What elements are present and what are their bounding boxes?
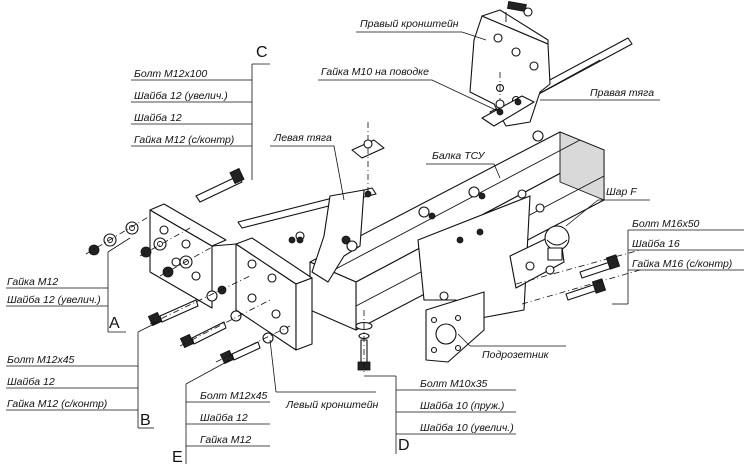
group-c-item-1: Болт М12х100 [134,68,207,80]
group-b-item-3: Гайка М12 (с/контр) [7,398,107,410]
group-d-item-2: Шайба 10 (пруж.) [420,400,504,412]
group-b-item-2: Шайба 12 [7,376,55,388]
label-right-rod: Правая тяга [590,87,654,99]
bolt-m12x100-part [195,167,245,203]
group-c-item-4: Гайка М12 (с/контр) [134,134,234,146]
label-ball-f: Шар F [606,186,637,198]
group-d-letter: D [398,437,410,454]
group-a-item-1: Гайка М12 [7,276,58,288]
label-left-rod: Левая тяга [273,132,332,144]
group-d-item-3: Шайба 10 (увелич.) [420,422,514,434]
group-c-callout: C Болт М12х100 Шайба 12 (увелич.) Шайба … [134,44,268,146]
label-nut-m10-leash: Гайка М10 на поводке [321,66,429,78]
group-e-item-2: Шайба 12 [200,412,248,424]
group-b-callout: Болт М12х45 Шайба 12 Гайка М12 (с/контр)… [7,354,151,429]
group-a-letter: A [109,315,120,332]
group-b-letter: B [140,412,151,429]
group-a-item-2: Шайба 12 (увелич.) [7,294,101,306]
group-d-callout: Болт М10х35 Шайба 10 (пруж.) Шайба 10 (у… [398,378,514,454]
misc-nuts [296,130,545,244]
bolt-group-d [355,310,373,372]
group-ball-callout: Болт М16х50 Шайба 16 Гайка М16 (с/контр) [632,218,732,270]
nut-m10-leash-part [481,72,535,127]
group-ball-item-3: Гайка М16 (с/контр) [632,258,732,270]
group-e-letter: E [172,449,183,466]
group-c-letter: C [256,44,268,61]
leader-lines [6,31,744,464]
group-ball-item-1: Болт М16х50 [632,218,700,230]
group-b-item-1: Болт М12х45 [7,354,75,366]
group-e-item-3: Гайка М12 [200,434,251,446]
group-ball-item-2: Шайба 16 [632,238,680,250]
group-c-item-2: Шайба 12 (увелич.) [134,90,228,102]
right-bracket-part [469,1,551,127]
bolt-group-e [215,325,291,365]
bolts-m16-part [515,249,641,305]
label-socket-holder: Подрозетник [482,349,550,361]
label-tsu-beam: Балка ТСУ [432,150,486,162]
label-left-bracket: Левый кронштейн [285,399,379,411]
group-e-callout: Болт М12х45 Шайба 12 Гайка М12 E [172,390,268,466]
callout-labels: Правый кронштейн Гайка М10 на поводке Пр… [273,18,654,411]
group-c-item-3: Шайба 12 [134,112,182,124]
tow-ball-part [417,195,570,321]
assembly-drawing [85,1,641,372]
label-right-bracket: Правый кронштейн [360,18,459,30]
bolts-group-b [147,275,271,349]
group-a-callout: Гайка М12 Шайба 12 (увелич.) A [7,276,120,332]
left-bracket-part [235,237,313,351]
group-e-item-1: Болт М12х45 [200,390,268,402]
group-d-item-1: Болт М10х35 [420,378,488,390]
washers-group-a [85,215,215,278]
socket-holder-part [425,291,485,363]
